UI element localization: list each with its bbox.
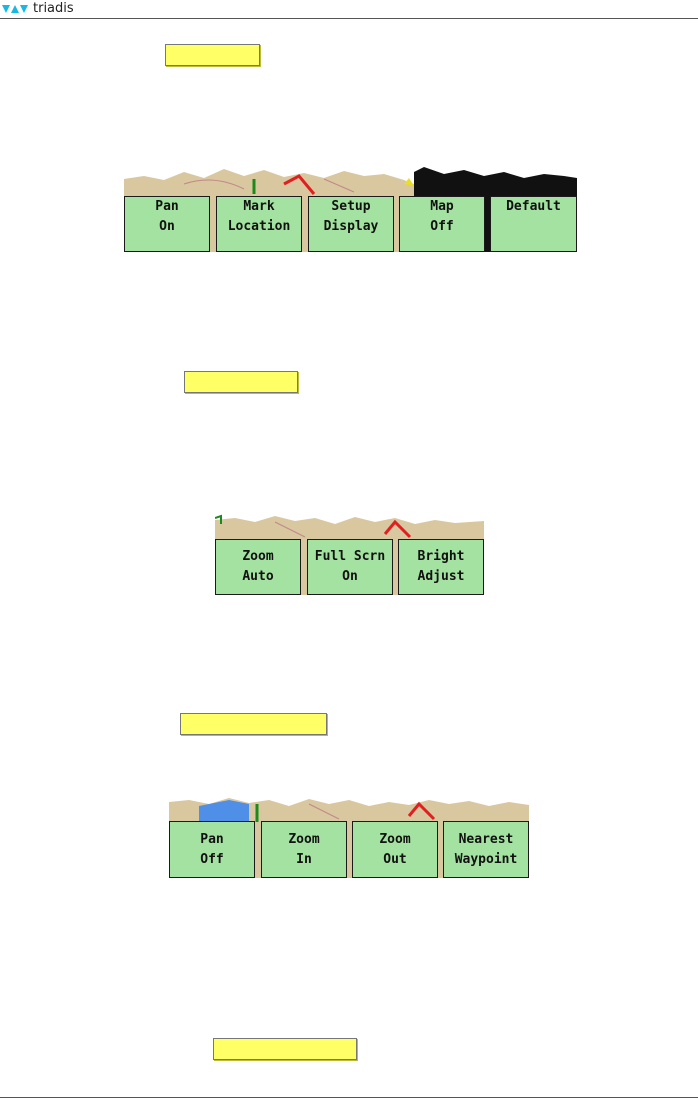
footer-rule: [0, 1097, 698, 1098]
softkey-zoom-in[interactable]: Zoom In: [261, 821, 347, 878]
softkey-nearest-waypoint[interactable]: Nearest Waypoint: [443, 821, 529, 878]
highlight-box-1: [165, 44, 260, 66]
softkey-strip-3: Pan Off Zoom In Zoom Out Nearest Waypoin…: [169, 794, 529, 878]
softkey-strip-2: Zoom Auto Full Scrn On Bright Adjust: [215, 512, 484, 595]
softkey-zoom-out[interactable]: Zoom Out: [352, 821, 438, 878]
softkey-strip-1: Pan On Mark Location Setup Display Map O…: [124, 164, 577, 252]
page-header: triadis: [0, 0, 698, 18]
highlight-box-4: [213, 1038, 357, 1060]
highlight-box-2: [184, 371, 298, 393]
softkey-pan-off[interactable]: Pan Off: [169, 821, 255, 878]
triadis-logo: triadis: [2, 0, 74, 17]
softkey-default[interactable]: Default: [490, 196, 577, 252]
softkey-setup-display[interactable]: Setup Display: [308, 196, 394, 252]
softkey-full-scrn-on[interactable]: Full Scrn On: [307, 539, 393, 595]
softkey-mark-location[interactable]: Mark Location: [216, 196, 302, 252]
softkey-bright-adjust[interactable]: Bright Adjust: [398, 539, 484, 595]
logo-triangle-icon: [11, 4, 19, 13]
softkey-map-off[interactable]: Map Off: [399, 196, 485, 252]
softkey-zoom-auto[interactable]: Zoom Auto: [215, 539, 301, 595]
logo-triangle-icon: [20, 4, 28, 13]
brand-name: triadis: [33, 1, 74, 16]
logo-triangle-icon: [2, 4, 10, 13]
softkey-pan-on[interactable]: Pan On: [124, 196, 210, 252]
header-rule: [0, 18, 698, 19]
highlight-box-3: [180, 713, 327, 735]
